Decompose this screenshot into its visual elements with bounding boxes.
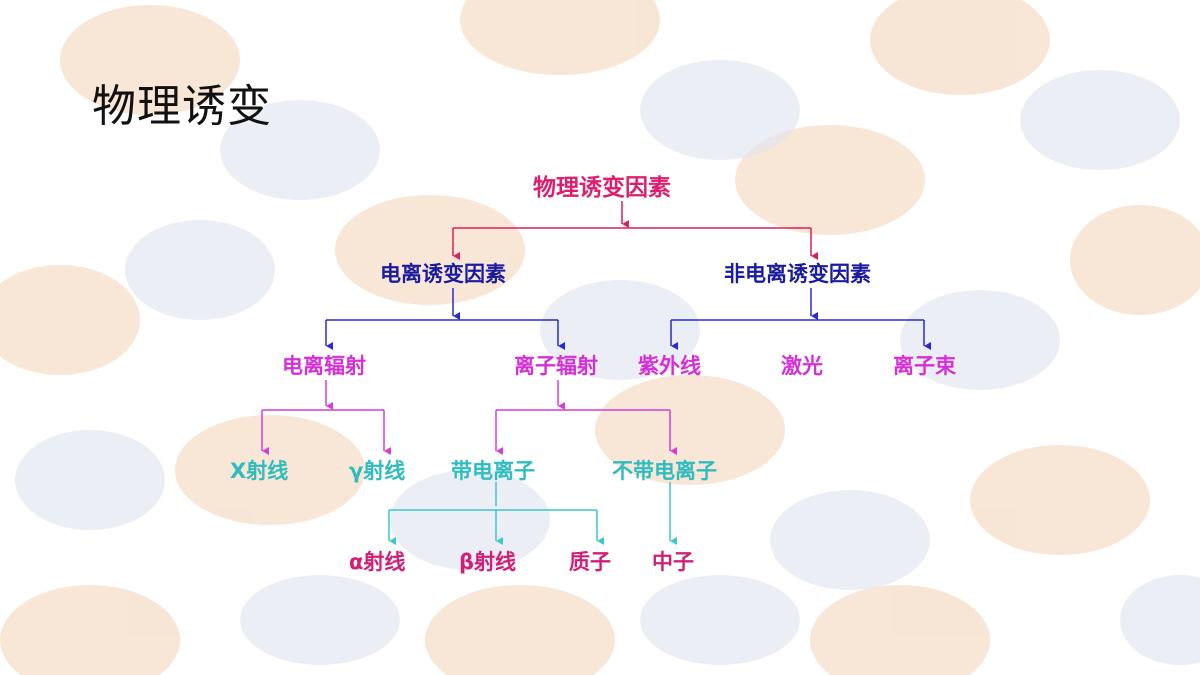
node-laser: 激光 (781, 354, 823, 378)
node-particle-radiation: 离子辐射 (514, 354, 598, 378)
node-ionizing: 电离诱变因素 (380, 262, 506, 286)
edges-non-ionizing (670, 288, 931, 350)
node-neutron: 中子 (652, 550, 694, 574)
edges-ionizing (325, 288, 565, 350)
node-em-radiation: 电离辐射 (282, 354, 366, 378)
node-proton: 质子 (569, 550, 611, 574)
node-gamma-ray: γ射线 (349, 459, 406, 483)
edges-em-radiation (261, 380, 391, 455)
node-alpha-ray: α射线 (349, 550, 406, 574)
node-uv: 紫外线 (638, 354, 701, 378)
edges-root (452, 201, 818, 260)
node-beta-ray: β射线 (459, 550, 517, 574)
edges-particle-radiation (495, 380, 677, 455)
node-charged-particles: 带电离子 (451, 459, 535, 483)
node-root: 物理诱变因素 (533, 175, 671, 201)
node-ion-beam: 离子束 (893, 354, 956, 378)
node-x-ray: X射线 (230, 459, 289, 483)
node-uncharged-particles: 不带电离子 (612, 459, 717, 483)
node-non-ionizing: 非电离诱变因素 (724, 262, 871, 286)
page-title: 物理诱变 (92, 81, 272, 132)
edges-charged (388, 482, 604, 545)
